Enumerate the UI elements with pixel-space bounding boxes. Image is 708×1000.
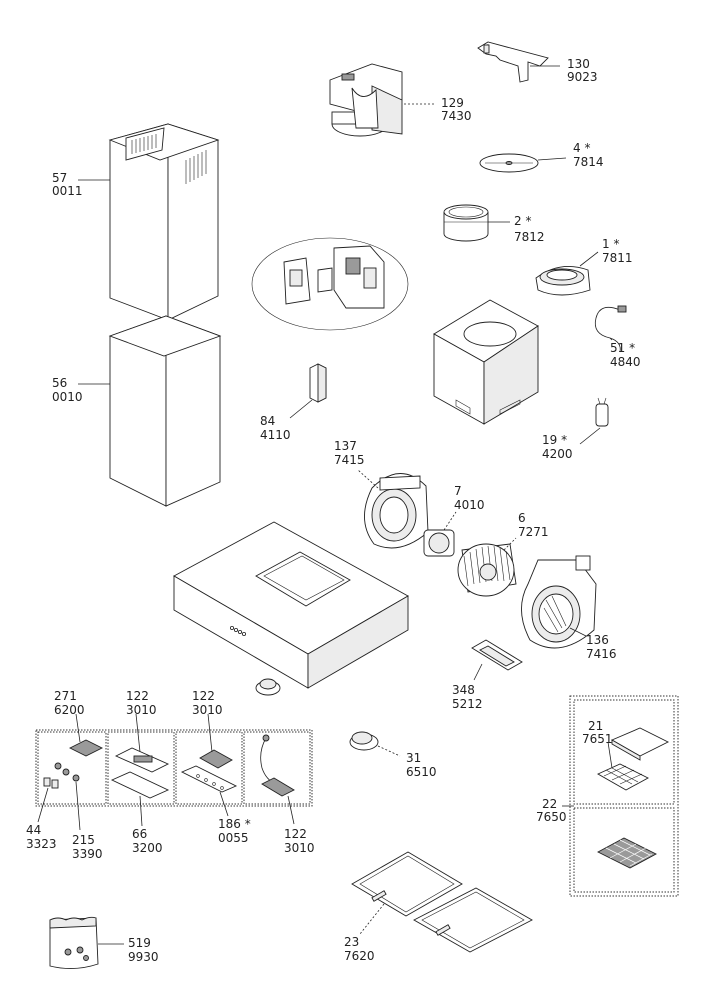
part-21-carbon-filter <box>597 727 670 791</box>
label-22-code: 7650 <box>536 810 567 824</box>
label-22-num: 22 <box>542 797 557 811</box>
part-130-bracket <box>477 41 560 83</box>
detail-oval-electronics <box>251 237 409 331</box>
label-66-code: 3200 <box>132 841 163 855</box>
hood-canopy <box>173 521 409 689</box>
part-136-blower-housing-rear <box>521 555 597 649</box>
label-57-code: 0011 <box>52 184 83 198</box>
label-122c-num: 122 <box>284 827 307 841</box>
part-4-damper-disc <box>479 153 567 173</box>
label-84-num: 84 <box>260 414 275 428</box>
label-21-num: 21 <box>588 719 603 733</box>
label-122b-num: 122 <box>192 689 215 703</box>
label-215-code: 3390 <box>72 847 103 861</box>
label-348-code: 5212 <box>452 697 483 711</box>
label-51-num: 51 * <box>610 341 635 355</box>
label-186-code: 0055 <box>218 831 249 845</box>
label-271-num: 271 <box>54 689 77 703</box>
label-130-num: 130 <box>567 57 590 71</box>
label-519-num: 519 <box>128 936 151 950</box>
label-31-num: 31 <box>406 751 421 765</box>
label-186-num: 186 * <box>218 817 251 831</box>
label-7-code: 4010 <box>454 498 485 512</box>
label-6-code: 7271 <box>518 525 549 539</box>
part-215-buttons <box>54 762 81 831</box>
part-23-grease-filters <box>351 851 533 953</box>
motor-housing-box <box>433 299 539 425</box>
label-129-code: 7430 <box>441 109 472 123</box>
part-129-air-outlet <box>329 63 434 137</box>
label-2-code: 7812 <box>514 230 545 244</box>
part-57-upper-chimney <box>78 123 220 321</box>
label-19-code: 4200 <box>542 447 573 461</box>
label-51-code: 4840 <box>610 355 641 369</box>
part-519-screw-bag <box>49 916 124 969</box>
label-122b-code: 3010 <box>192 703 223 717</box>
part-56-lower-chimney <box>78 315 222 507</box>
label-348-num: 348 <box>452 683 475 697</box>
part-122-harness <box>260 734 295 825</box>
part-186-keypad <box>180 765 238 817</box>
label-6-num: 6 <box>518 511 526 525</box>
part-84-switch <box>289 363 327 419</box>
label-1-code: 7811 <box>602 251 633 265</box>
part-137-blower-housing <box>357 469 429 549</box>
label-4-num: 4 * <box>573 141 590 155</box>
label-136-code: 7416 <box>586 647 617 661</box>
knob-small <box>255 678 281 696</box>
label-122a-code: 3010 <box>126 703 157 717</box>
label-4-code: 7814 <box>573 155 604 169</box>
label-2-num: 2 * <box>514 214 531 228</box>
part-51-cable <box>594 305 627 353</box>
label-84-code: 4110 <box>260 428 291 442</box>
part-31-knob <box>349 731 401 757</box>
label-215-num: 215 <box>72 833 95 847</box>
label-129-num: 129 <box>441 96 464 110</box>
label-7-num: 7 <box>454 484 462 498</box>
label-23-num: 23 <box>344 935 359 949</box>
label-137-code: 7415 <box>334 453 365 467</box>
part-66-control-panel <box>110 771 170 827</box>
part-19-capacitor <box>579 397 609 445</box>
part-1-collar-flange <box>535 251 599 296</box>
label-136-num: 136 <box>586 633 609 647</box>
label-57-num: 57 <box>52 171 67 185</box>
label-137-num: 137 <box>334 439 357 453</box>
part-6-impeller <box>457 537 517 597</box>
label-19-num: 19 * <box>542 433 567 447</box>
label-56-code: 0010 <box>52 390 83 404</box>
part-122-board-b <box>199 713 233 769</box>
label-23-code: 7620 <box>344 949 375 963</box>
part-122-board-a <box>114 713 170 773</box>
label-1-num: 1 * <box>602 237 619 251</box>
label-56-num: 56 <box>52 376 67 390</box>
label-21-code: 7651 <box>582 732 613 746</box>
part-271-control-board <box>68 713 104 757</box>
label-66-num: 66 <box>132 827 147 841</box>
label-44-num: 44 <box>26 823 41 837</box>
label-44-code: 3323 <box>26 837 57 851</box>
label-122a-num: 122 <box>126 689 149 703</box>
carbon-filter-grid <box>597 837 657 869</box>
part-7-motor <box>423 511 457 557</box>
part-44-clips <box>37 777 59 823</box>
carbon-filter-frame <box>562 695 679 897</box>
part-348-lamp-holder <box>471 639 523 681</box>
label-31-code: 6510 <box>406 765 437 779</box>
label-271-code: 6200 <box>54 703 85 717</box>
control-kits-frame <box>35 729 313 807</box>
part-2-spigot <box>443 204 510 242</box>
label-130-code: 9023 <box>567 70 598 84</box>
label-519-code: 9930 <box>128 950 159 964</box>
label-122c-code: 3010 <box>284 841 315 855</box>
